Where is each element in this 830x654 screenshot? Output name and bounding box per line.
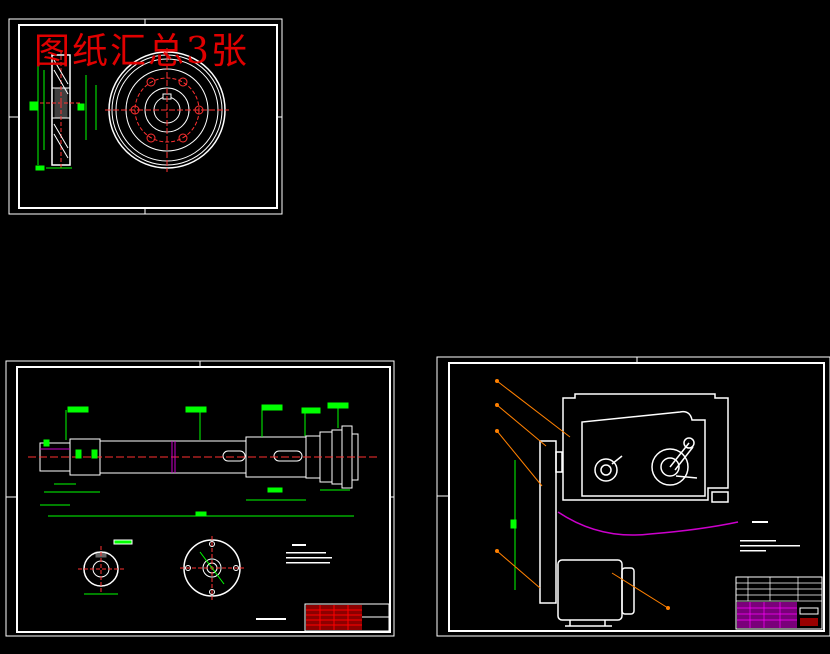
summary-title: 图纸汇总3张: [34, 31, 249, 72]
shaft-technical-notes: [286, 544, 332, 564]
assembly-leader-lines: [495, 379, 670, 610]
assembly-technical-notes: [740, 521, 800, 552]
gear-drawing-sheet[interactable]: [8, 18, 283, 215]
gear-section-view: [40, 50, 82, 170]
shaft-drawing-sheet[interactable]: [5, 360, 395, 637]
assembly-drawing-sheet[interactable]: [436, 356, 830, 637]
shaft-section-b: [180, 536, 244, 600]
assembly-title-block: [735, 576, 823, 630]
shaft-title-block: [256, 603, 390, 632]
shaft-dimensions: [40, 402, 354, 517]
assembly-dimensions: [510, 460, 517, 590]
gear-front-view: [105, 48, 229, 172]
assembly-housing: [562, 393, 729, 503]
gear-dimensions: [29, 55, 97, 171]
shaft-section-a: [78, 539, 133, 595]
assembly-belt-motor: [539, 440, 635, 627]
assembly-swing-arc: [557, 511, 739, 536]
shaft-main-view: [28, 425, 378, 489]
